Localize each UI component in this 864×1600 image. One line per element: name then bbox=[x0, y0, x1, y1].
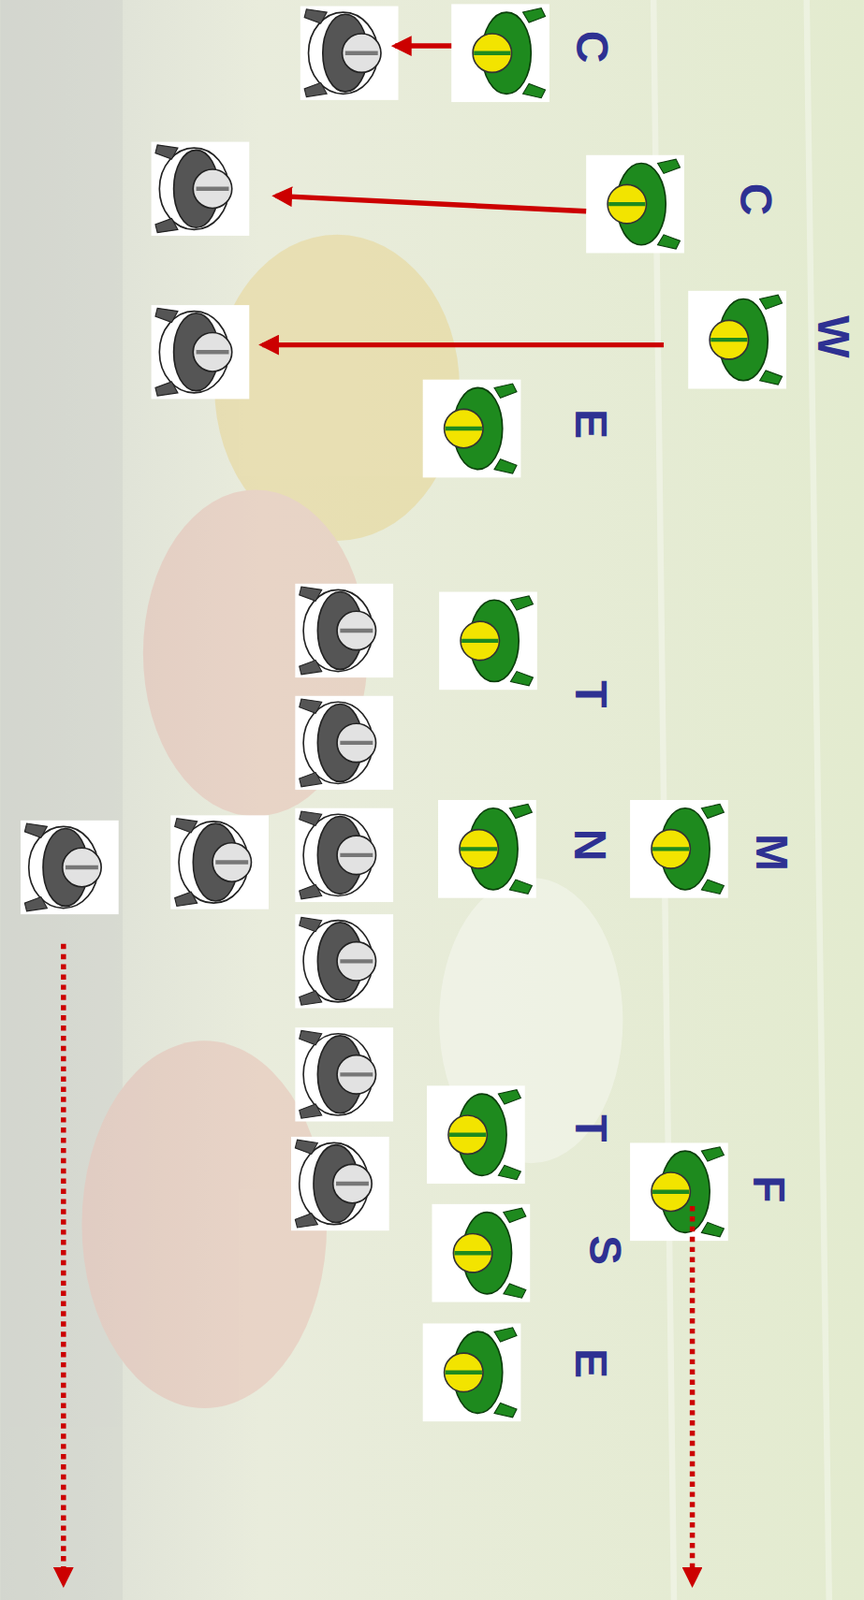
defender-icon bbox=[432, 1204, 531, 1304]
defender-icon bbox=[423, 380, 522, 479]
defender-icon bbox=[439, 592, 538, 691]
defender-icon bbox=[585, 155, 685, 254]
defender-icon bbox=[423, 1323, 522, 1422]
route-arrow bbox=[60, 944, 66, 1585]
offense-icon bbox=[294, 696, 394, 791]
defender-icon bbox=[629, 800, 729, 899]
offense-icon bbox=[294, 1027, 394, 1122]
block-arrow bbox=[395, 43, 452, 48]
offense-icon bbox=[170, 815, 269, 909]
position-letter: C bbox=[570, 30, 616, 64]
position-letter: T bbox=[568, 680, 614, 708]
position-letter: F bbox=[745, 1175, 791, 1203]
defender-icon bbox=[426, 1085, 526, 1185]
offense-icon bbox=[294, 914, 394, 1009]
route-arrows bbox=[63, 45, 693, 1584]
block-arrow bbox=[262, 342, 664, 348]
offense-icon bbox=[294, 584, 394, 678]
offense-icon bbox=[20, 820, 119, 915]
position-letter: W bbox=[809, 315, 855, 358]
offense-icon bbox=[151, 305, 250, 399]
position-letter: T bbox=[568, 1114, 614, 1143]
defender-icon bbox=[688, 291, 787, 390]
player-icons bbox=[20, 3, 787, 1422]
route-arrow bbox=[689, 1206, 695, 1585]
position-letter: C bbox=[732, 182, 778, 216]
position-letter: S bbox=[582, 1235, 628, 1266]
offense-icon bbox=[151, 142, 250, 236]
offense-icon bbox=[291, 1137, 390, 1231]
position-letter: M bbox=[748, 834, 794, 872]
position-letter: N bbox=[568, 829, 614, 863]
defender-icon bbox=[451, 3, 550, 103]
defender-icon bbox=[438, 800, 537, 899]
offense-icon bbox=[300, 6, 399, 101]
block-arrow bbox=[276, 195, 587, 211]
offense-icon bbox=[294, 808, 394, 903]
defender-icon bbox=[629, 1142, 729, 1242]
faded-photo bbox=[0, 0, 830, 1600]
position-letter: E bbox=[568, 1347, 614, 1378]
position-letter: E bbox=[568, 409, 614, 440]
